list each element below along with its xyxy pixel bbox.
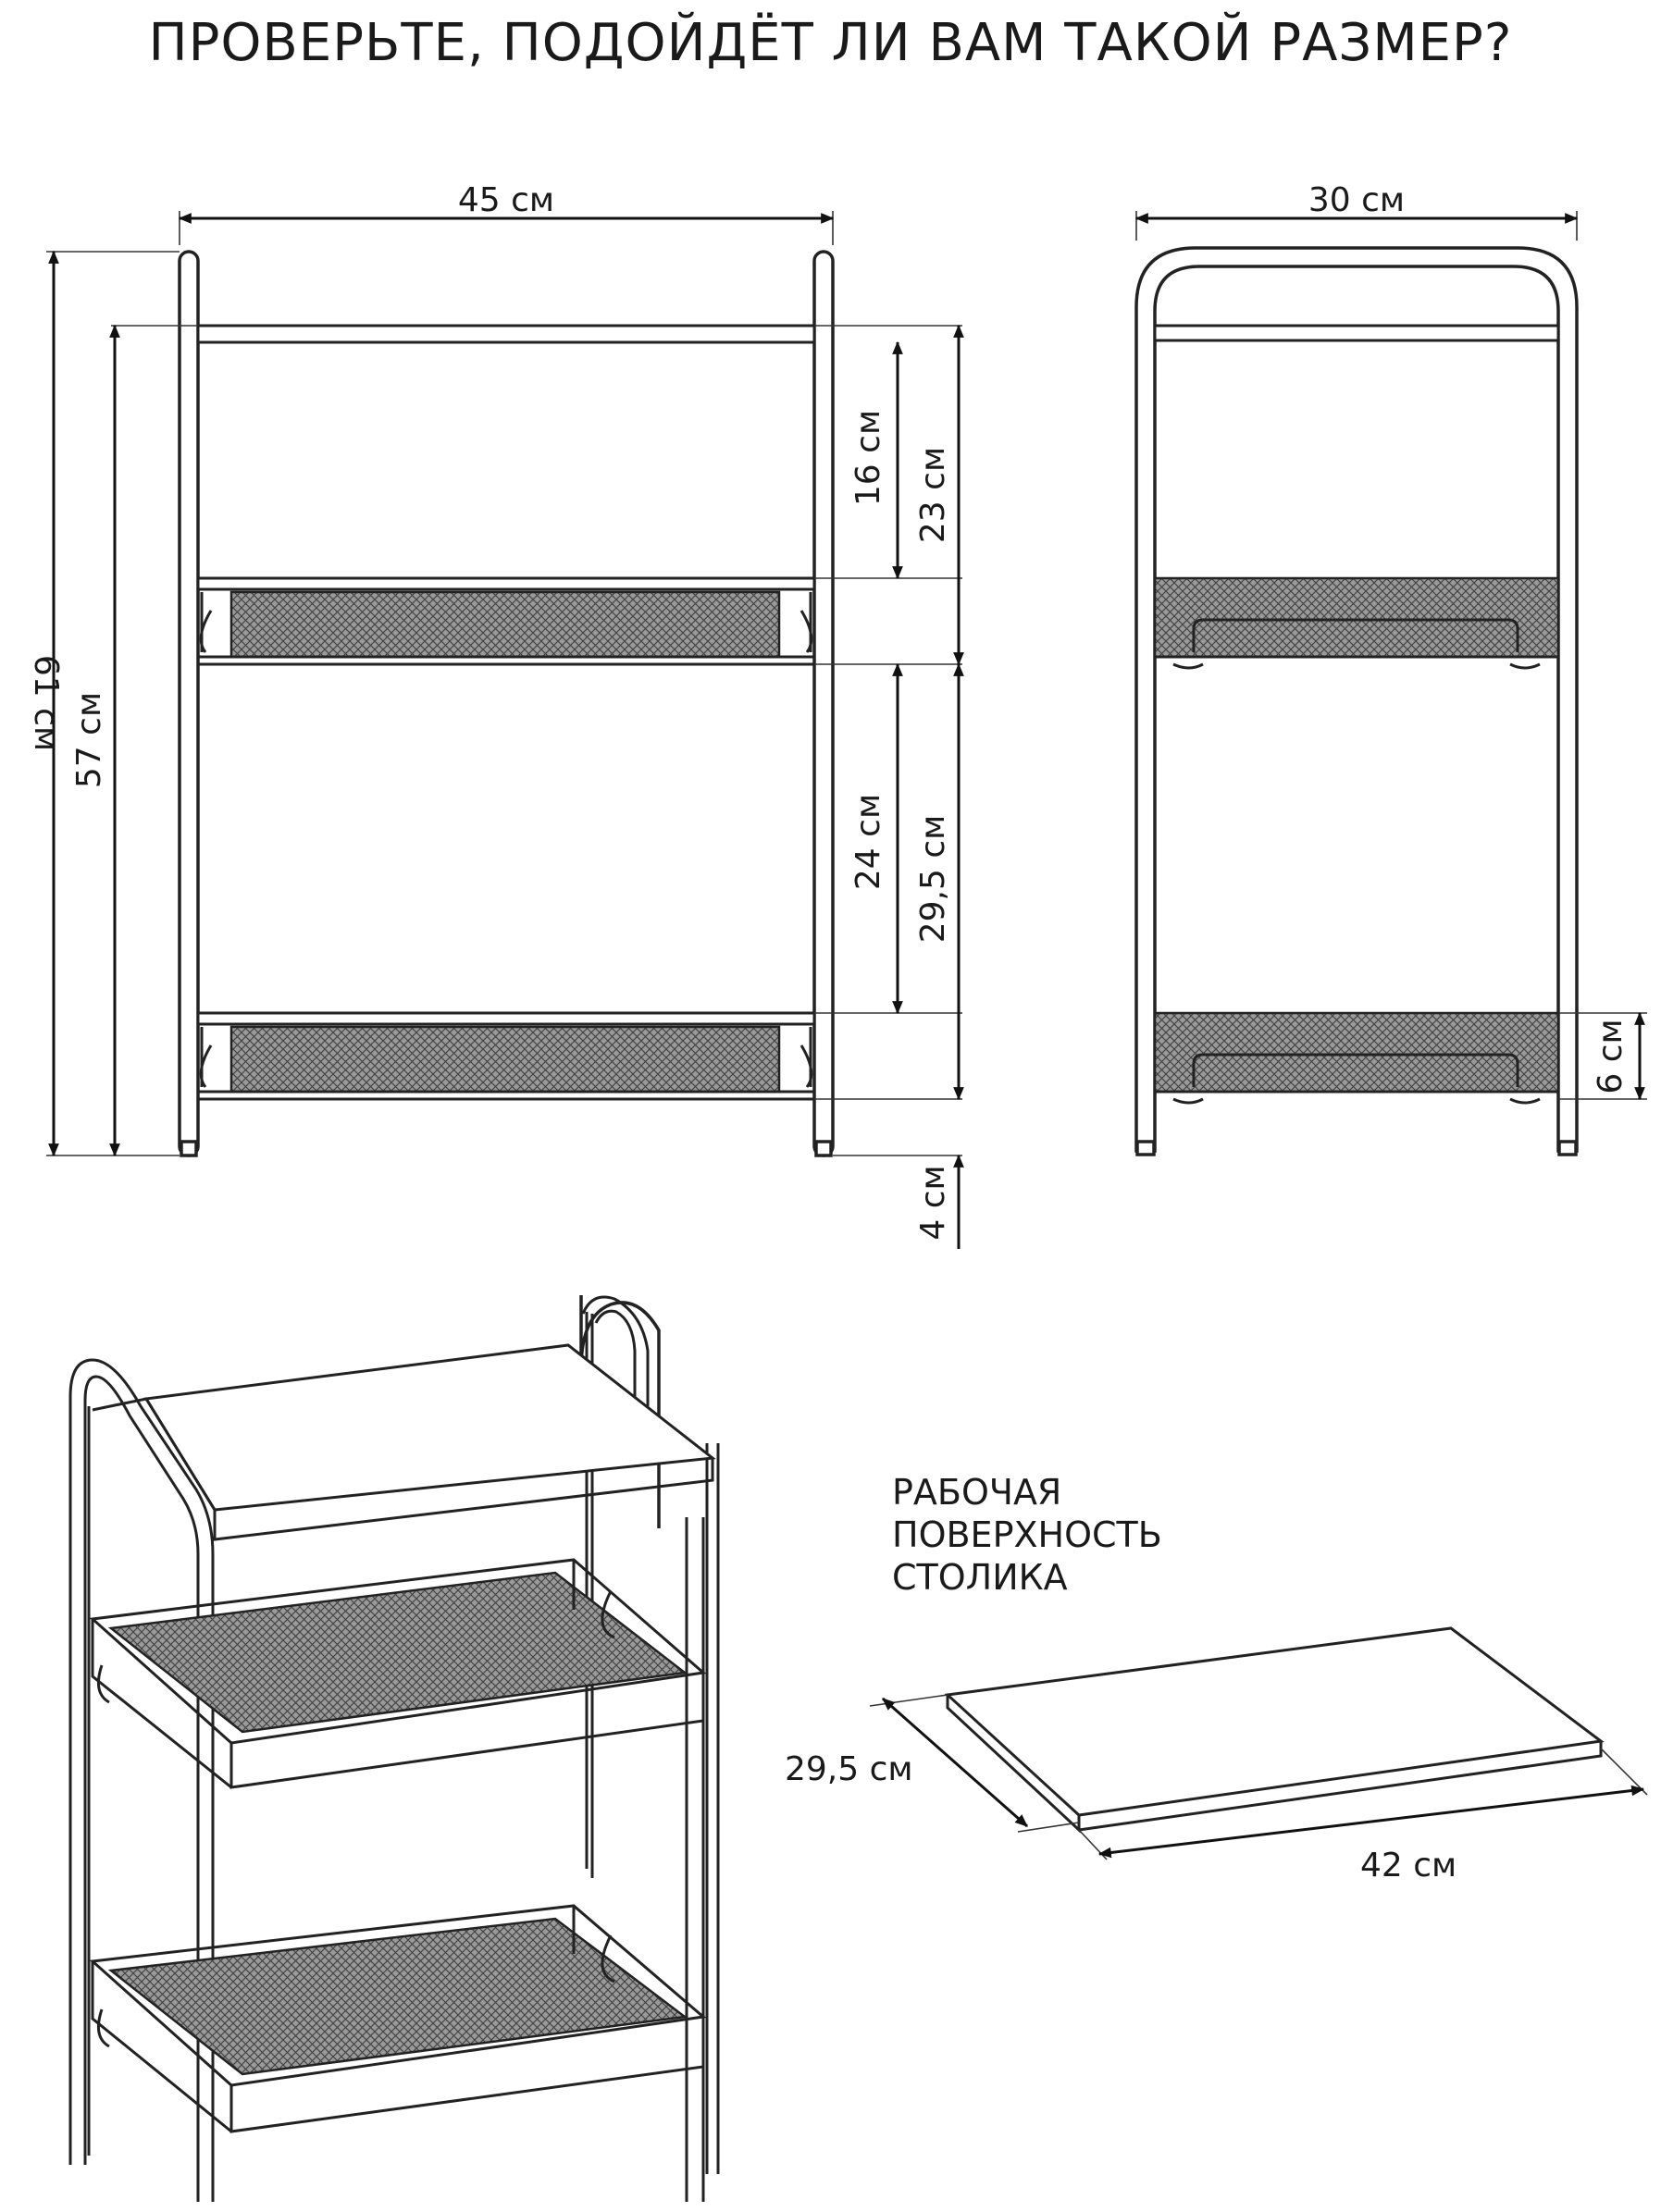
page-title: ПРОВЕРЬТЕ, ПОДОЙДЁТ ЛИ ВАМ ТАКОЙ РАЗМЕР?	[148, 13, 1513, 73]
persp-lower-basket	[89, 1904, 707, 2133]
mid-gap-inner-label: 24 см	[849, 794, 887, 890]
tabletop-depth-label: 29,5 см	[785, 1750, 913, 1788]
tabletop-detail: РАБОЧАЯ ПОВЕРХНОСТЬ СТОЛИКА 29,5 см 42 с…	[785, 1472, 1648, 1885]
front-right-post	[812, 250, 835, 1157]
perspective-view	[68, 1295, 720, 2202]
front-lower-basket	[196, 1011, 816, 1101]
front-top-board	[196, 324, 816, 344]
side-upper-basket	[1153, 576, 1560, 670]
front-left-post	[178, 250, 200, 1157]
side-view: 30 см 6 см	[1134, 181, 1647, 1156]
height-total-label: 61 см	[27, 655, 65, 751]
side-top-board	[1153, 324, 1560, 342]
tabletop-caption-line-3: СТОЛИКА	[892, 1557, 1068, 1598]
top-gap-full-label: 23 см	[914, 447, 952, 543]
leg-height-label: 4 см	[914, 1165, 952, 1240]
front-width-label: 45 см	[458, 181, 554, 219]
mid-gap-full-label: 29,5 см	[914, 815, 952, 944]
tabletop-board	[944, 1626, 1605, 1817]
side-lower-basket	[1153, 1011, 1560, 1105]
front-view: 45 см 61 см 57 см 16 см 23 см 24 см 29,5…	[27, 181, 964, 1249]
basket-height-label: 6 см	[1592, 1019, 1630, 1094]
side-right-foot	[1557, 1140, 1578, 1156]
tabletop-caption-line-1: РАБОЧАЯ	[892, 1472, 1061, 1513]
front-upper-basket	[196, 576, 816, 666]
front-right-foot	[814, 1140, 833, 1157]
front-left-foot	[180, 1140, 198, 1157]
tabletop-caption-line-2: ПОВЕРХНОСТЬ	[892, 1514, 1162, 1555]
side-left-foot	[1135, 1140, 1156, 1156]
side-depth-label: 30 см	[1308, 181, 1405, 219]
height-top-label: 57 см	[70, 692, 108, 788]
persp-upper-basket	[89, 1558, 707, 1789]
top-gap-inner-label: 16 см	[849, 410, 887, 506]
tabletop-length-label: 42 см	[1360, 1847, 1456, 1885]
